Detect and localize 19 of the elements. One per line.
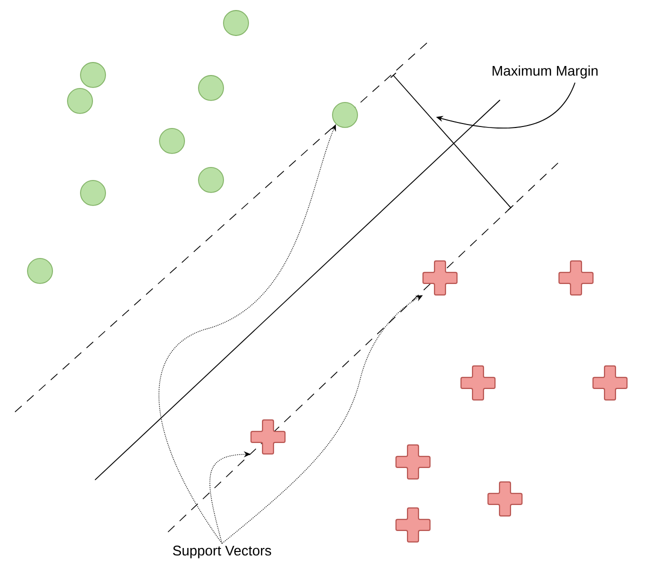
text-label: Support Vectors <box>173 546 272 558</box>
data-point-circle <box>198 167 224 193</box>
text-label: Maximum Margin <box>492 65 598 78</box>
data-point-circle <box>67 88 93 114</box>
data-point-plus <box>395 444 431 480</box>
data-point-circle <box>27 258 53 284</box>
data-point-plus <box>487 481 523 517</box>
data-point-circle <box>80 180 106 206</box>
data-point-circle <box>159 128 185 154</box>
data-point-circle <box>198 75 224 101</box>
data-point-plus <box>250 419 286 455</box>
data-point-circle <box>223 10 249 36</box>
data-point-circle <box>332 102 358 128</box>
data-point-circle <box>80 62 106 88</box>
data-point-plus <box>592 365 628 401</box>
data-point-plus <box>558 260 594 296</box>
data-point-plus <box>422 260 458 296</box>
data-point-plus <box>395 507 431 543</box>
data-point-plus <box>460 365 496 401</box>
